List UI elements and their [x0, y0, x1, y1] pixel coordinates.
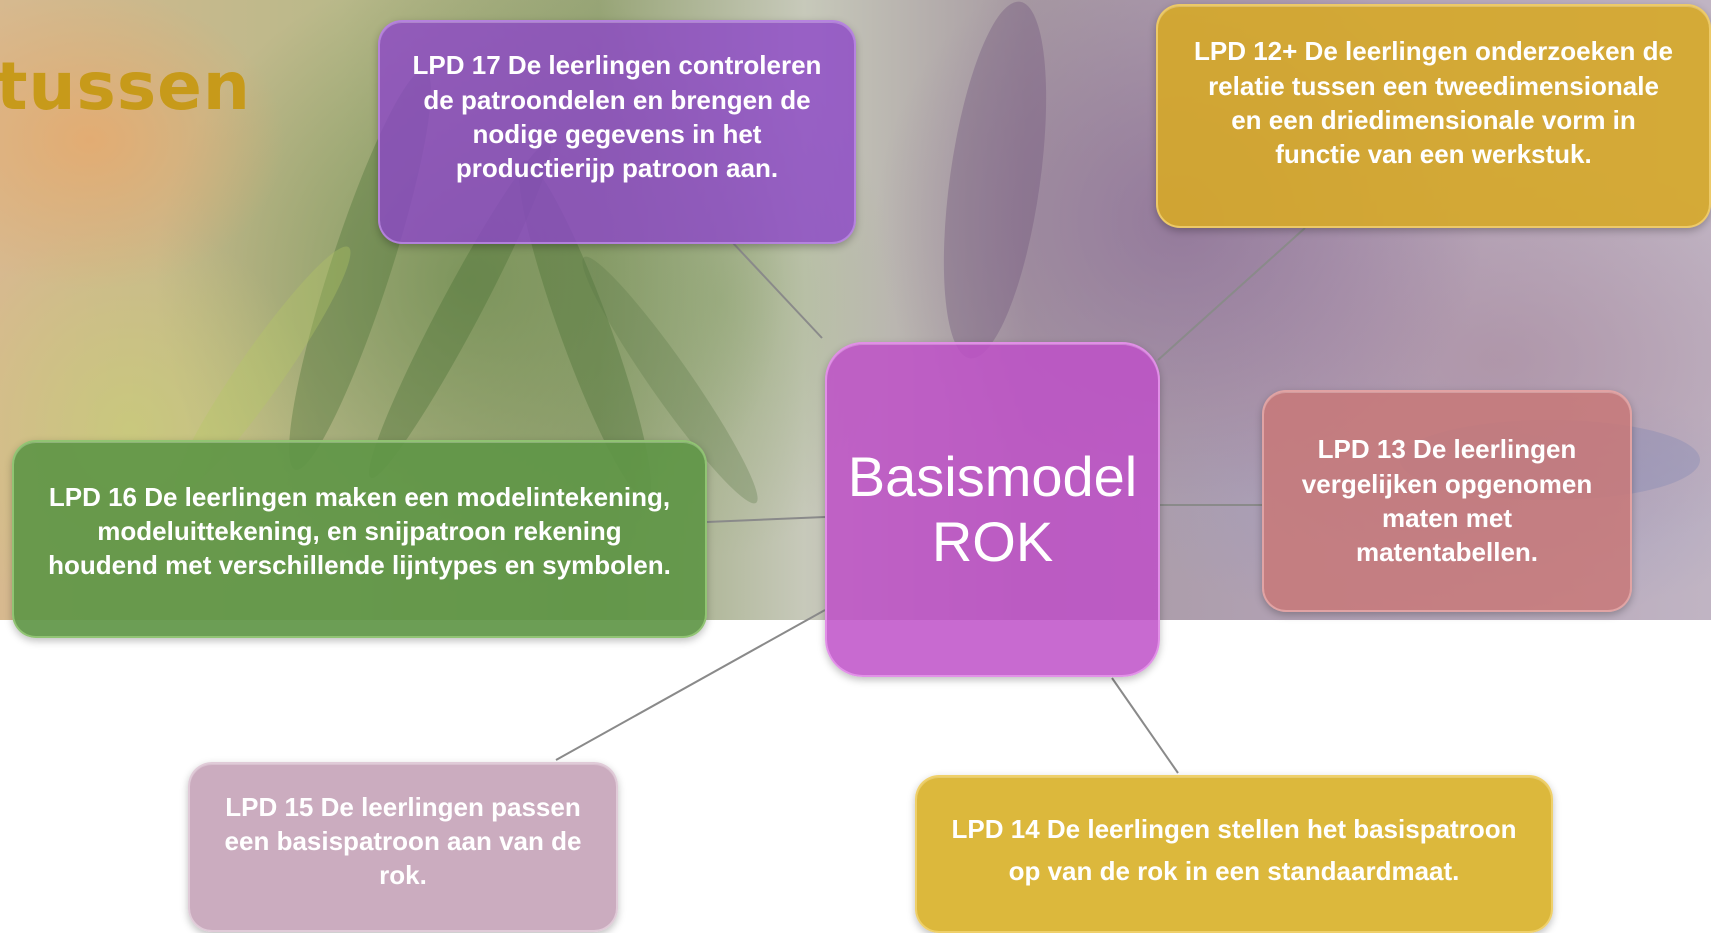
node-lpd17: LPD 17 De leerlingen controleren de patr… — [378, 20, 856, 244]
connector-lpd15 — [555, 609, 826, 761]
node-lpd14-text: LPD 14 De leerlingen stellen het basispa… — [951, 813, 1517, 886]
node-lpd15-text: LPD 15 De leerlingen passen een basispat… — [224, 791, 582, 891]
node-lpd16-text: LPD 16 De leerlingen maken een modelinte… — [48, 481, 671, 581]
connector-lpd16 — [706, 516, 826, 523]
connector-lpd14 — [1111, 677, 1179, 774]
node-lpd12-text: LPD 12+ De leerlingen onderzoeken de rel… — [1194, 36, 1673, 170]
node-lpd12: LPD 12+ De leerlingen onderzoeken de rel… — [1156, 4, 1711, 228]
connector-lpd17 — [732, 242, 823, 339]
node-lpd15: LPD 15 De leerlingen passen een basispat… — [188, 762, 618, 932]
center-node-label: Basismodel ROK — [847, 445, 1138, 573]
node-lpd13: LPD 13 De leerlingen vergelijken opgenom… — [1262, 390, 1632, 612]
node-lpd14: LPD 14 De leerlingen stellen het basispa… — [915, 775, 1553, 933]
node-lpd13-text: LPD 13 De leerlingen vergelijken opgenom… — [1301, 434, 1593, 568]
center-node: Basismodel ROK — [825, 342, 1160, 677]
node-lpd17-text: LPD 17 De leerlingen controleren de patr… — [412, 50, 822, 184]
node-lpd16: LPD 16 De leerlingen maken een modelinte… — [12, 440, 707, 638]
connector-lpd12 — [1157, 227, 1306, 361]
slide-title-fragment: tussen — [0, 48, 251, 125]
